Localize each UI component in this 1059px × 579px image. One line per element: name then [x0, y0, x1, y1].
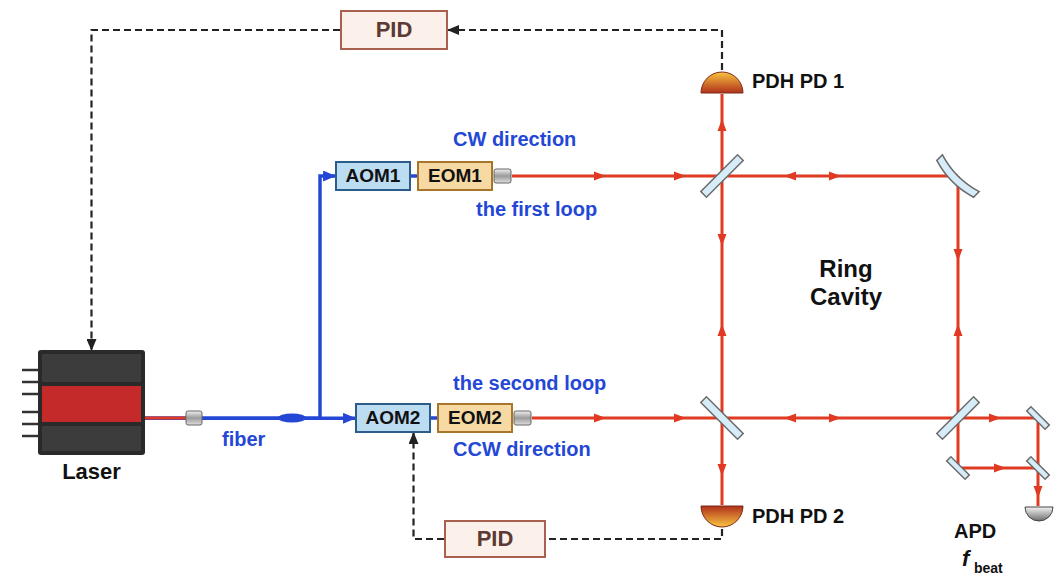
direction-label: CCW direction [453, 438, 591, 461]
signal-label: beat [974, 560, 1003, 576]
pid-controller: PID [444, 520, 546, 558]
photodiode: PDH PD 1 [700, 70, 744, 94]
detector-symbol [1024, 506, 1054, 528]
device-label: Laser [38, 459, 145, 484]
feedback-line [448, 30, 722, 70]
laser-beams [512, 94, 1038, 506]
feedback-line [414, 433, 444, 539]
laser-body [38, 350, 145, 455]
fiber-line [145, 176, 335, 418]
pid-controller: PID [340, 10, 448, 50]
fiber-collimator [494, 169, 511, 183]
fiber-line [145, 417, 355, 421]
aom-box: AOM2 [355, 403, 431, 433]
fiber-coupler [278, 414, 306, 423]
detector-symbol [700, 70, 744, 94]
cavity-mirrors [701, 155, 1050, 480]
device-label: APD [954, 520, 996, 543]
photodiode: PDH PD 2 [700, 505, 744, 529]
direction-label: CW direction [453, 128, 576, 151]
fiber-collimator [186, 411, 202, 425]
box-label: EOM1 [428, 165, 482, 187]
box-label: AOM1 [346, 165, 401, 187]
feedback-line [92, 30, 341, 350]
cavity-label: Ring Cavity [790, 255, 902, 310]
device-label: PDH PD 1 [752, 70, 844, 93]
avalanche-photodiode: APDfbeat [1024, 506, 1054, 528]
loop-label: the second loop [453, 372, 606, 395]
device-label: PDH PD 2 [752, 505, 844, 528]
feedback-line [546, 529, 722, 539]
signal-label: f [962, 546, 969, 571]
eom-box: EOM2 [437, 403, 513, 433]
loop-label: the first loop [476, 198, 597, 221]
detector-symbol [700, 505, 744, 529]
box-label: PID [376, 17, 413, 42]
fiber-label: fiber [222, 428, 265, 451]
aom-box: AOM1 [335, 161, 411, 191]
beam-arrowheads [594, 119, 1043, 498]
eom-box: EOM1 [417, 161, 493, 191]
fiber-collimator [514, 411, 531, 425]
box-label: AOM2 [366, 407, 421, 429]
laser-source: Laser [38, 350, 145, 455]
box-label: PID [477, 526, 514, 551]
box-label: EOM2 [448, 407, 502, 429]
laser-output-beam [145, 417, 186, 420]
